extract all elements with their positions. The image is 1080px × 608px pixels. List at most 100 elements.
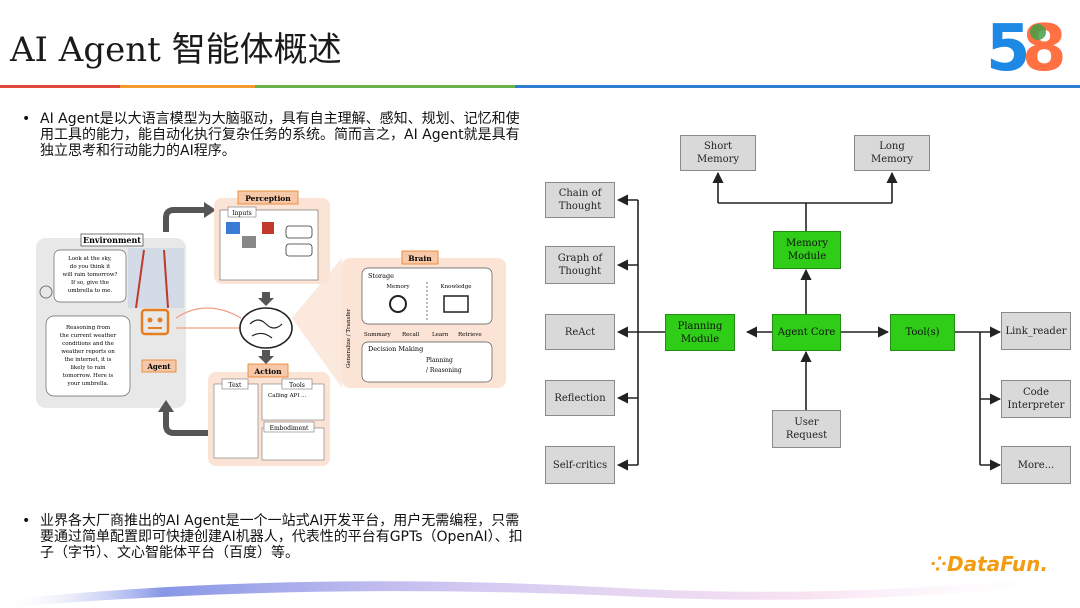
embedding-input-icon [285, 225, 313, 239]
datafun-dots-icon: ⁘ [930, 552, 948, 576]
memory-icon [389, 295, 407, 313]
planning-module-line: Planning [677, 320, 723, 332]
agent-bubble-line: conditions and the [62, 341, 114, 347]
long-memory-line: Long [879, 141, 905, 152]
datafun-logo: ⁘DataFun. [930, 552, 1048, 576]
chain-of-thought-line: Chain of [558, 188, 602, 199]
planning-module-line: Module [680, 333, 720, 345]
image-input-icon [226, 222, 240, 234]
short-memory-line: Memory [696, 154, 740, 165]
datafun-logo-text: DataFun. [947, 552, 1048, 576]
environment-speech-bubble [53, 249, 127, 303]
user-request-line: User [794, 417, 819, 428]
bullet-platforms: • 业界各大厂商推出的AI Agent是一个一站式AI开发平台，用户无需编程，只… [22, 513, 523, 561]
bullet-line: 独立思考和行动能力的AI程序。 [40, 143, 236, 159]
retrieve-label: Retrieve [458, 332, 482, 338]
agent-label: Agent [146, 362, 171, 371]
agent-bubble-line: Reasoning from [66, 325, 111, 331]
inputs-label: Inputs [232, 210, 251, 217]
reasoning-label: / Reasoning [426, 367, 462, 374]
short-memory-line: Short [703, 141, 733, 152]
generalize-transfer-label: Generalize / Transfer [346, 308, 352, 368]
memory-label: Memory [386, 284, 410, 290]
bullet-dot: • [22, 513, 31, 529]
memory-module-line: Module [787, 251, 827, 262]
bottom-loop-arrow [163, 410, 216, 436]
agent-bubble-line: tomorrow. Here is [63, 373, 114, 379]
user-request-line: Request [785, 430, 828, 441]
tools-label: Tools [289, 382, 305, 389]
long-memory-line: Memory [870, 154, 914, 165]
agent-framework-figure: Environment Look at the sky, do you thin… [36, 190, 506, 466]
memory-module-line: Memory [785, 238, 829, 249]
bullet-intro: • AI Agent是以大语言模型为大脑驱动，具有自主理解、感知、规划、记忆和使… [22, 111, 520, 159]
code-interpreter-line: Code [1023, 387, 1049, 398]
summary-label: Summary [364, 332, 392, 338]
chain-of-thought-box: Chain of Thought [545, 182, 615, 218]
code-interpreter-line: Interpreter [1007, 400, 1065, 411]
env-bubble-line: umbrella to me. [68, 288, 112, 294]
knowledge-label: Knowledge [441, 284, 472, 290]
agent-core-box: Agent Core [772, 314, 841, 351]
storage-label: Storage [368, 272, 394, 280]
reflection-box: Reflection [545, 380, 615, 416]
bullet-line: 要通过简单配置即可快捷创建AI机器人，代表性的平台有GPTs（OpenAI）、扣 [40, 529, 523, 545]
agent-speech-bubble [45, 315, 131, 397]
more-box: More... [1001, 446, 1071, 484]
embodiment-label: Embodiment [270, 425, 309, 432]
text-label: Text [229, 382, 242, 389]
audio-input-icon [242, 236, 256, 248]
agent-bubble-line: weather reports on [61, 349, 115, 355]
brain-icon [239, 307, 293, 349]
logo-58: 5 8 [986, 12, 1066, 80]
decorative-swoosh [0, 574, 1080, 608]
more-label: More... [1017, 459, 1055, 471]
self-critics-label: Self-critics [552, 459, 608, 471]
graph-of-thought-line: Thought [558, 266, 602, 277]
environment-label: Environment [83, 235, 141, 245]
bullet-line: 子（字节）、文心智能体平台（百度）等。 [40, 545, 299, 561]
perception-label: Perception [245, 194, 291, 203]
diagram-connectors [616, 171, 1002, 471]
link-reader-label: Link_reader [1005, 325, 1067, 337]
react-label: ReAct [564, 326, 596, 338]
planning-label: Planning [426, 357, 453, 364]
bullet-line: 用工具的能力，能自动化执行复杂任务的系统。简而言之，AI Agent就是具有 [40, 127, 520, 143]
action-label: Action [253, 367, 282, 376]
tools-label: Tool(s) [905, 327, 940, 338]
tools-box: Tool(s) [890, 314, 955, 351]
agent-core-label: Agent Core [777, 327, 836, 338]
react-box: ReAct [545, 314, 615, 350]
chain-of-thought-line: Thought [558, 201, 602, 212]
env-bubble-line: Look at the sky, [68, 256, 112, 262]
agent-bubble-line: the internet, it is [65, 357, 112, 363]
reflection-label: Reflection [554, 392, 606, 404]
title-rule [0, 85, 1080, 88]
bullet-line: 业界各大厂商推出的AI Agent是一个一站式AI开发平台，用户无需编程，只需 [40, 513, 520, 529]
robot-icon [140, 308, 170, 336]
self-critics-box: Self-critics [545, 446, 615, 484]
slide-title: AI Agent 智能体概述 [10, 30, 342, 70]
env-bubble-line: do you think it [70, 264, 111, 270]
link-reader-box: Link_reader [1001, 312, 1071, 350]
env-bubble-line: will rain tomorrow? [63, 272, 118, 278]
sound-input-icon [262, 222, 274, 234]
knowledge-book-icon [443, 295, 469, 313]
agent-bubble-line: likely to rain [70, 365, 106, 371]
bullet-dot: • [22, 111, 31, 127]
env-bubble-line: If so, give the [71, 280, 109, 286]
brain-label: Brain [408, 254, 432, 263]
top-loop-arrow [163, 207, 204, 232]
learn-label: Learn [432, 332, 449, 338]
svg-text:5: 5 [986, 12, 1031, 80]
agent-bubble-line: the current weather [60, 333, 117, 339]
person-icon [39, 285, 53, 299]
recall-label: Recall [402, 332, 420, 338]
